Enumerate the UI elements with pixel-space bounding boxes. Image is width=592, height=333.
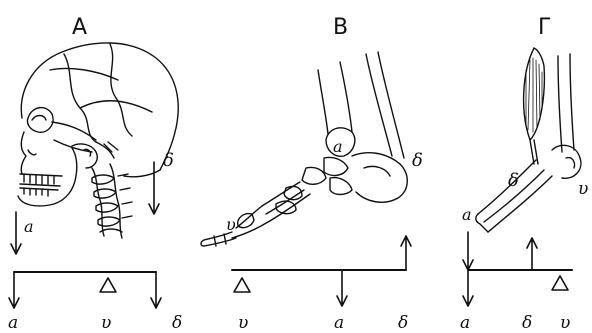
lever-g-force-a2-arrow [463,270,473,306]
skull-force-b-arrow [149,162,159,214]
lever-a-label-b: δ [172,313,182,333]
lever-b-force-a-arrow [337,270,347,306]
lever-b-label-v: υ [238,313,248,333]
lever-a-label-a: а [8,313,18,333]
biceps-muscle [524,48,545,140]
lever-b-label-a: а [334,313,344,333]
lever-a-force-b-arrow [151,272,161,308]
lever-b [232,236,411,306]
lever-b-label-b: δ [398,313,408,333]
panel-g: Г δ υ а а [460,15,588,333]
lever-a-label-v: υ [101,313,111,333]
lever-g-force-a-arrow [463,232,473,270]
lever-b-fulcrum [234,278,250,292]
lever-a [9,272,161,308]
lever-g-label-b: δ [522,313,532,333]
panel-a-title: А [72,15,87,40]
lever-g-force-b-arrow [527,238,537,270]
skull-force-a-arrow [11,212,21,254]
arm-label-a: а [462,205,472,224]
panel-b: В [201,15,423,333]
arm-drawing [476,48,581,232]
skull-label-a: а [24,217,34,236]
foot-label-b: δ [412,150,423,171]
panel-a: А [8,15,182,333]
foot-label-a: а [333,137,343,156]
skull-label-b: δ [163,150,174,171]
foot-label-v: υ [226,215,236,234]
lever-a-fulcrum [100,278,116,292]
arm-label-b: δ [508,170,519,191]
lever-b-force-b-arrow [401,236,411,270]
lever-a-force-a-arrow [9,272,19,308]
arm-label-v: υ [578,179,588,199]
lever-g-label-v: υ [560,313,570,333]
lever-g-label-a: а [460,313,470,333]
panel-g-title: Г [538,15,551,40]
lever-g-fulcrum [552,276,568,290]
panel-b-title: В [333,15,348,40]
lever-g [463,232,572,306]
